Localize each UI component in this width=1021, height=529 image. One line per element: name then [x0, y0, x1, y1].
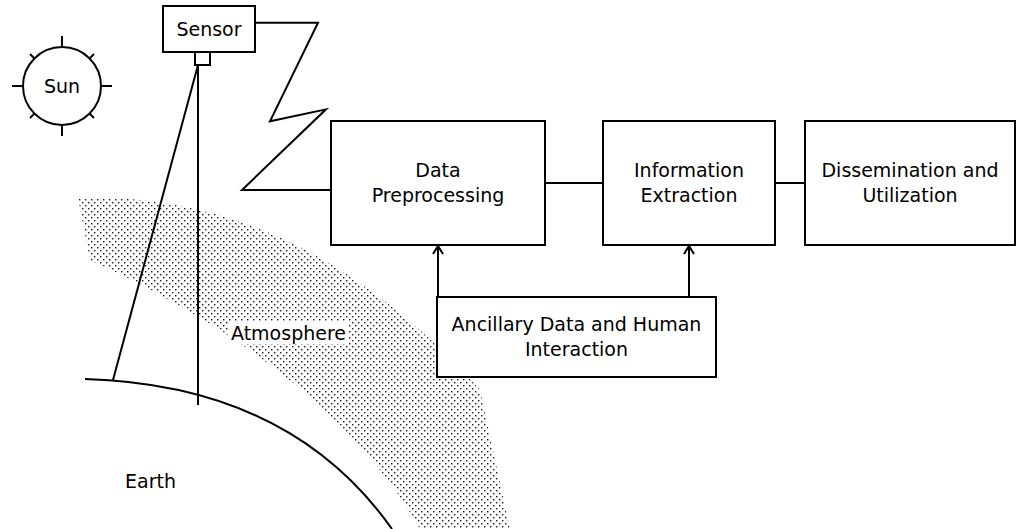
node-text-group: Information Extraction: [614, 158, 764, 207]
sensor-box: Sensor: [162, 5, 256, 54]
view-line: [197, 65, 199, 405]
node-text-group: Sun: [32, 74, 92, 99]
process-box: Dissemination and Utilization: [804, 120, 1016, 246]
node-text-group: Data Preprocessing: [358, 158, 518, 207]
process-box: Data Preprocessing: [330, 120, 546, 246]
connector: [546, 182, 602, 184]
node-label: Sensor: [174, 17, 244, 42]
node-text-group: Ancillary Data and Human Interaction: [452, 312, 702, 361]
atmosphere-label: Atmosphere: [228, 322, 349, 344]
sun-circle: Sun: [22, 46, 102, 126]
sun-rays: [12, 36, 112, 136]
connector: [776, 182, 804, 184]
connector: [437, 246, 439, 296]
earth-surface: [85, 379, 392, 529]
node-label: Ancillary Data and Human Interaction: [452, 312, 702, 361]
node-text-group: Dissemination and Utilization: [818, 158, 1003, 207]
view-line: [113, 65, 198, 380]
node-text-group: Sensor: [174, 17, 244, 42]
connector: [688, 246, 690, 296]
node-label: Data Preprocessing: [358, 158, 518, 207]
earth-label: Earth: [122, 470, 179, 492]
node-label: Dissemination and Utilization: [818, 158, 1003, 207]
process-box: Information Extraction: [602, 120, 776, 246]
node-label: Sun: [32, 74, 92, 99]
input-box: Ancillary Data and Human Interaction: [436, 296, 717, 378]
node-label: Information Extraction: [614, 158, 764, 207]
